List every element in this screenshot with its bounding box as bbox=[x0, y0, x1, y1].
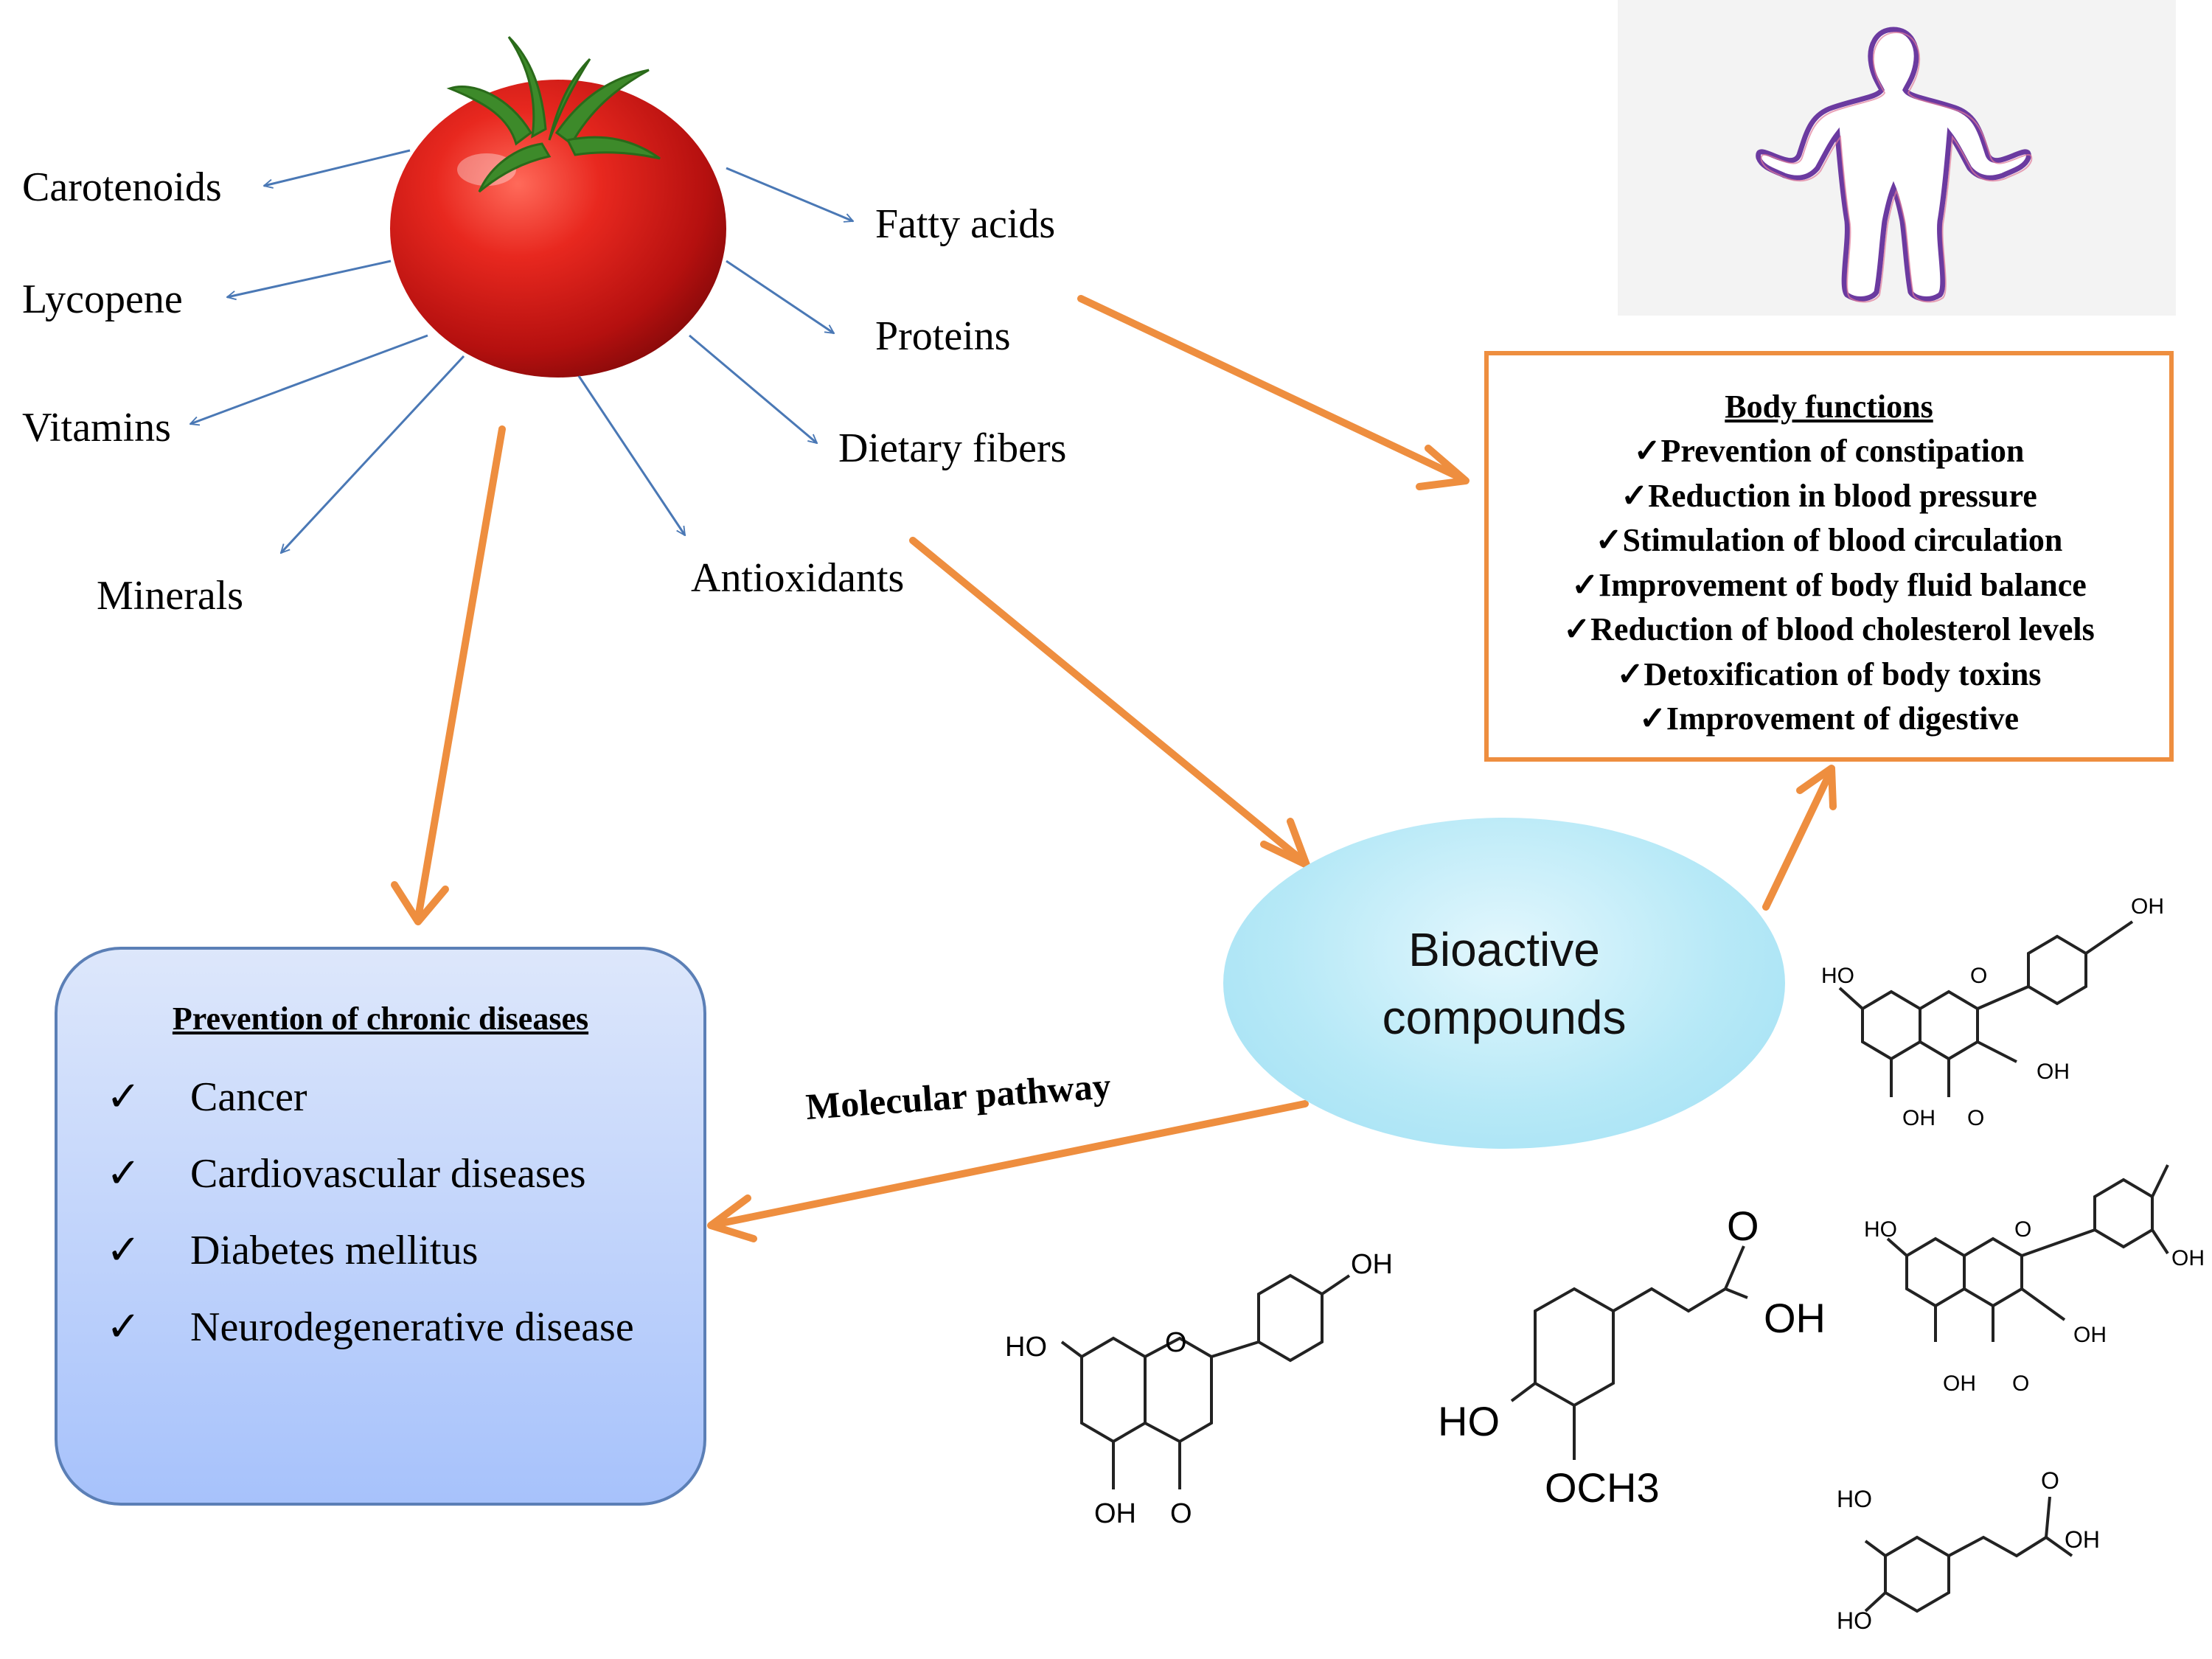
bioactive-compounds-node: Bioactive compounds bbox=[1223, 818, 1785, 1149]
disease-item: ✓ Diabetes mellitus bbox=[106, 1230, 478, 1271]
disease-label: Cardiovascular diseases bbox=[190, 1151, 586, 1197]
chem-label-ho: HO bbox=[1837, 1486, 1872, 1512]
body-function-item: ✓Improvement of body fluid balance bbox=[1571, 566, 2087, 603]
checkmark-icon: ✓ bbox=[106, 1151, 141, 1197]
tomato-illustration bbox=[390, 35, 726, 378]
disease-item: ✓ Cardiovascular diseases bbox=[106, 1153, 585, 1194]
label-fatty-acids: Fatty acids bbox=[875, 201, 1056, 247]
chem-label-ho: HO bbox=[1821, 964, 1854, 988]
chem-label-oh: OH bbox=[2037, 1060, 2070, 1084]
structure-naringenin bbox=[1060, 1273, 1351, 1489]
arrow-antioxidants bbox=[577, 375, 686, 535]
chemical-structures bbox=[1060, 920, 2169, 1613]
chem-label-oh: OH bbox=[1902, 1106, 1935, 1130]
body-function-item: ✓Reduction in blood pressure bbox=[1621, 477, 2037, 514]
chem-label-o: O bbox=[1970, 964, 1988, 988]
label-proteins: Proteins bbox=[875, 313, 1011, 359]
bioactive-line2: compounds bbox=[1382, 990, 1627, 1044]
body-function-item: ✓Improvement of digestive bbox=[1638, 700, 2020, 737]
label-carotenoids: Carotenoids bbox=[22, 164, 222, 210]
chem-label-o: O bbox=[1170, 1498, 1192, 1529]
chem-label-ho: HO bbox=[1438, 1398, 1500, 1444]
arrow-carotenoids bbox=[264, 149, 411, 186]
label-lycopene: Lycopene bbox=[22, 276, 183, 322]
chem-label-o: O bbox=[1165, 1327, 1187, 1358]
arrow-minerals bbox=[281, 355, 465, 553]
structure-ferulic-acid bbox=[1510, 1245, 1748, 1460]
disease-item: ✓ Neurodegenerative disease bbox=[106, 1307, 634, 1348]
arrow-to-diseases bbox=[391, 425, 506, 925]
structure-quercetin bbox=[1886, 1164, 2169, 1342]
disease-label: Cancer bbox=[190, 1074, 307, 1120]
arrow-molecular-pathway bbox=[707, 1100, 1309, 1242]
structure-caffeic-acid bbox=[1864, 1496, 2073, 1613]
arrow-lycopene bbox=[227, 260, 392, 297]
body-function-item: ✓Stimulation of blood circulation bbox=[1595, 522, 2063, 558]
body-function-item: ✓Reduction of blood cholesterol levels bbox=[1563, 611, 2095, 647]
arrow-proteins bbox=[726, 260, 834, 335]
label-vitamins: Vitamins bbox=[22, 405, 171, 451]
chem-label-oh: OH bbox=[1351, 1249, 1393, 1280]
label-minerals: Minerals bbox=[97, 573, 244, 619]
label-antioxidants: Antioxidants bbox=[691, 555, 905, 601]
arrow-to-bioactive bbox=[909, 537, 1310, 869]
checkmark-icon: ✓ bbox=[106, 1228, 141, 1273]
body-function-item: ✓Prevention of constipation bbox=[1633, 433, 2025, 469]
disease-label: Diabetes mellitus bbox=[190, 1228, 479, 1273]
chem-label-oh: OH bbox=[1764, 1295, 1826, 1341]
chem-label-oh: OH bbox=[2131, 894, 2164, 919]
chem-label-ho: HO bbox=[1837, 1607, 1872, 1634]
chronic-diseases-title: Prevention of chronic diseases bbox=[172, 1001, 589, 1037]
chem-label-o: O bbox=[2014, 1217, 2032, 1242]
human-figure-icon bbox=[1618, 0, 2176, 316]
chem-label-o: O bbox=[1967, 1106, 1985, 1130]
chem-label-o: O bbox=[1727, 1203, 1759, 1249]
disease-label: Neurodegenerative disease bbox=[190, 1304, 634, 1350]
chem-label-o: O bbox=[2041, 1467, 2059, 1494]
structure-kaempferol bbox=[1838, 920, 2134, 1097]
arrow-fatty-acids bbox=[726, 167, 853, 221]
body-functions-title: Body functions bbox=[1725, 389, 1933, 425]
checkmark-icon: ✓ bbox=[106, 1074, 141, 1120]
chem-label-ho: HO bbox=[1864, 1217, 1897, 1242]
chronic-diseases-box: Prevention of chronic diseases ✓ Cancer ✓… bbox=[55, 947, 706, 1506]
arrow-bioactive-to-body bbox=[1762, 765, 1837, 911]
flow-arrows bbox=[391, 295, 1837, 1242]
chem-label-o: O bbox=[2012, 1371, 2030, 1396]
label-dietary-fibers: Dietary fibers bbox=[838, 425, 1067, 471]
arrow-dietary-fibers bbox=[689, 334, 817, 443]
bioactive-line1: Bioactive bbox=[1408, 922, 1600, 976]
checkmark-icon: ✓ bbox=[106, 1304, 141, 1350]
chem-label-oh: OH bbox=[1943, 1371, 1976, 1396]
disease-item: ✓ Cancer bbox=[106, 1077, 307, 1118]
chem-label-och3: OCH3 bbox=[1545, 1464, 1660, 1511]
body-function-item: ✓Detoxification of body toxins bbox=[1616, 655, 2042, 692]
chem-label-oh: OH bbox=[2073, 1323, 2107, 1347]
chem-label-oh: OH bbox=[2065, 1526, 2100, 1553]
chem-label-oh: OH bbox=[2171, 1246, 2205, 1270]
body-functions-box: Body functions ✓Prevention of constipati… bbox=[1484, 351, 2174, 762]
chem-label-ho: HO bbox=[1005, 1332, 1047, 1363]
arrow-to-body-functions bbox=[1077, 295, 1470, 490]
nutrient-arrows bbox=[190, 149, 853, 553]
arrow-vitamins bbox=[190, 334, 428, 424]
chem-label-oh: OH bbox=[1094, 1498, 1136, 1529]
